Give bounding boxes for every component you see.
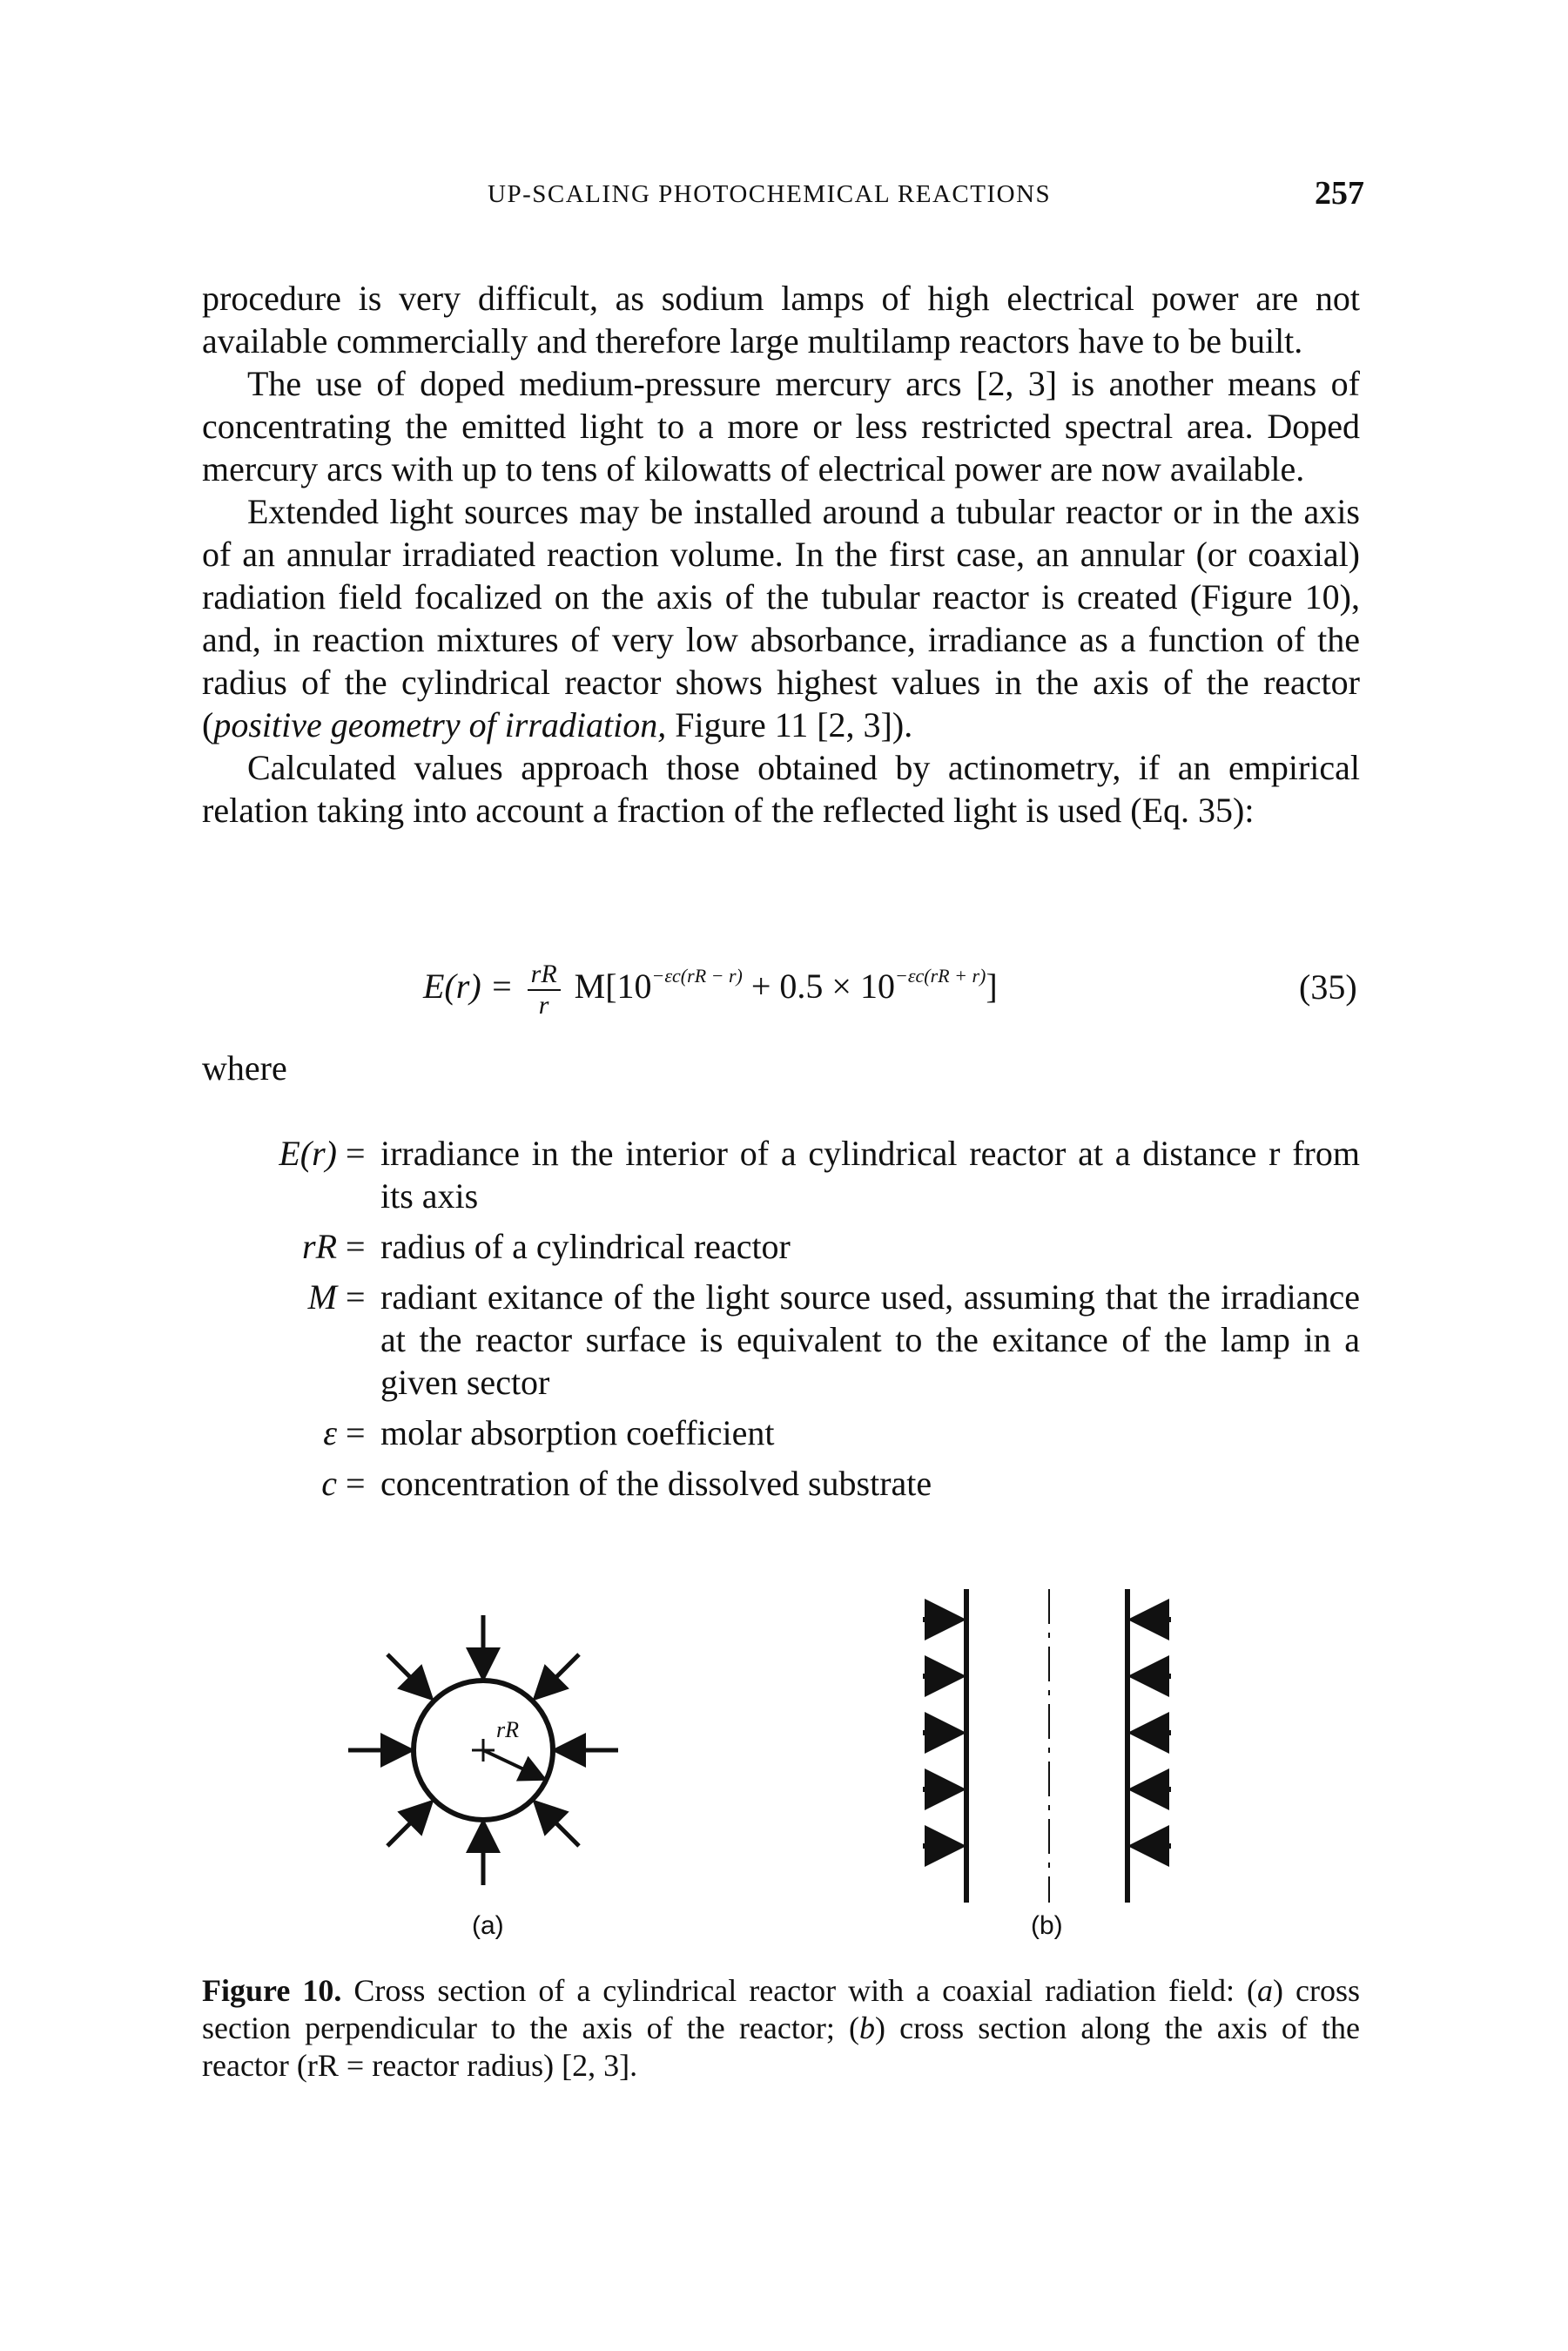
where-label: where: [202, 1048, 287, 1088]
equation-exponent-1: −εc(rR − r): [651, 965, 743, 987]
body-text: procedure is very difficult, as sodium l…: [202, 277, 1360, 832]
definition-text: radius of a cylindrical reactor: [380, 1227, 791, 1266]
figure-10: rR: [322, 1580, 1245, 1946]
equation-number: (35): [1299, 967, 1357, 1007]
caption-text-3: ) cross section along the axis of the re…: [202, 2011, 1360, 2083]
caption-italic-b: b: [859, 2011, 875, 2045]
arrow-top-right: [532, 1653, 581, 1701]
definition-row: c = concentration of the dissolved subst…: [202, 1462, 1360, 1505]
equation-term-3: ]: [986, 967, 998, 1007]
equation-fraction-numerator: rR: [527, 960, 561, 991]
definition-row: rR = radius of a cylindrical reactor: [202, 1225, 1360, 1268]
equation-term-1: M[10: [574, 967, 652, 1007]
radius-arrow: [482, 1748, 548, 1782]
definition-row: E(r) = irradiance in the interior of a c…: [202, 1132, 1360, 1217]
figure-caption: Figure 10. Cross section of a cylindrica…: [202, 1972, 1360, 2085]
definition-list: E(r) = irradiance in the interior of a c…: [202, 1132, 1360, 1512]
caption-italic-a: a: [1257, 1973, 1274, 2008]
arrow-bottom-right: [532, 1799, 581, 1848]
equation-35: E(r) = rR r M[10−εc(rR − r) + 0.5 × 10−ε…: [0, 940, 1568, 1036]
definition-text: radiant exitance of the light source use…: [380, 1277, 1360, 1402]
panel-b-longitudinal-section: [923, 1589, 1171, 1903]
running-title: UP-SCALING PHOTOCHEMICAL REACTIONS: [488, 180, 1052, 208]
right-arrows: [1127, 1599, 1171, 1867]
paragraph-3: Extended light sources may be installed …: [202, 490, 1360, 746]
definition-row: M = radiant exitance of the light source…: [202, 1276, 1360, 1404]
caption-text-2: ) cross section perpendicular to the axi…: [202, 1973, 1360, 2045]
paragraph-4: Calculated values approach those obtaine…: [202, 748, 1360, 830]
paragraph-1: procedure is very difficult, as sodium l…: [202, 279, 1360, 360]
figure-10-diagram: rR: [348, 1589, 1171, 1903]
equation-term-2: + 0.5 × 10: [742, 967, 895, 1007]
equation-body: E(r) = rR r M[10−εc(rR − r) + 0.5 × 10−ε…: [423, 960, 998, 1021]
radius-label: rR: [496, 1717, 519, 1742]
definition-equals: =: [346, 1464, 366, 1503]
definition-symbol: rR: [302, 1227, 337, 1266]
equation-fraction-denominator: r: [538, 991, 549, 1020]
equation-fraction: rR r: [527, 960, 561, 1021]
definition-text: molar absorption coefficient: [380, 1413, 775, 1452]
panel-b-label: (b): [1031, 1911, 1063, 1940]
definition-symbol: E(r): [279, 1134, 337, 1173]
paragraph-2: The use of doped medium-pressure mercury…: [202, 364, 1360, 488]
caption-label: Figure 10.: [202, 1973, 342, 2008]
equation-lhs: E(r) =: [423, 967, 514, 1007]
definition-symbol: ε: [323, 1413, 337, 1452]
paragraph-3-text-b: Figure 11 [2, 3]).: [666, 705, 913, 744]
definition-equals: =: [346, 1413, 366, 1452]
panel-a-cross-section: rR: [348, 1615, 618, 1885]
arrow-bottom-left: [386, 1799, 434, 1848]
definition-text: concentration of the dissolved substrate: [380, 1464, 932, 1503]
page-number: 257: [1315, 175, 1364, 212]
definition-equals: =: [346, 1277, 366, 1317]
paragraph-3-italic: positive geometry of irradiation,: [213, 705, 667, 744]
definition-symbol: M: [307, 1277, 337, 1317]
left-arrows: [923, 1599, 966, 1867]
panel-a-label: (a): [472, 1911, 504, 1940]
equation-exponent-2: −εc(rR + r): [895, 965, 986, 987]
definition-text: irradiance in the interior of a cylindri…: [380, 1134, 1360, 1216]
definition-row: ε = molar absorption coefficient: [202, 1411, 1360, 1454]
definition-equals: =: [346, 1134, 366, 1173]
definition-symbol: c: [321, 1464, 337, 1503]
definition-equals: =: [346, 1227, 366, 1266]
caption-text-1: Cross section of a cylindrical reactor w…: [341, 1973, 1258, 2008]
paragraph-3-text-a: Extended light sources may be installed …: [202, 492, 1360, 744]
arrow-top-left: [386, 1653, 434, 1701]
